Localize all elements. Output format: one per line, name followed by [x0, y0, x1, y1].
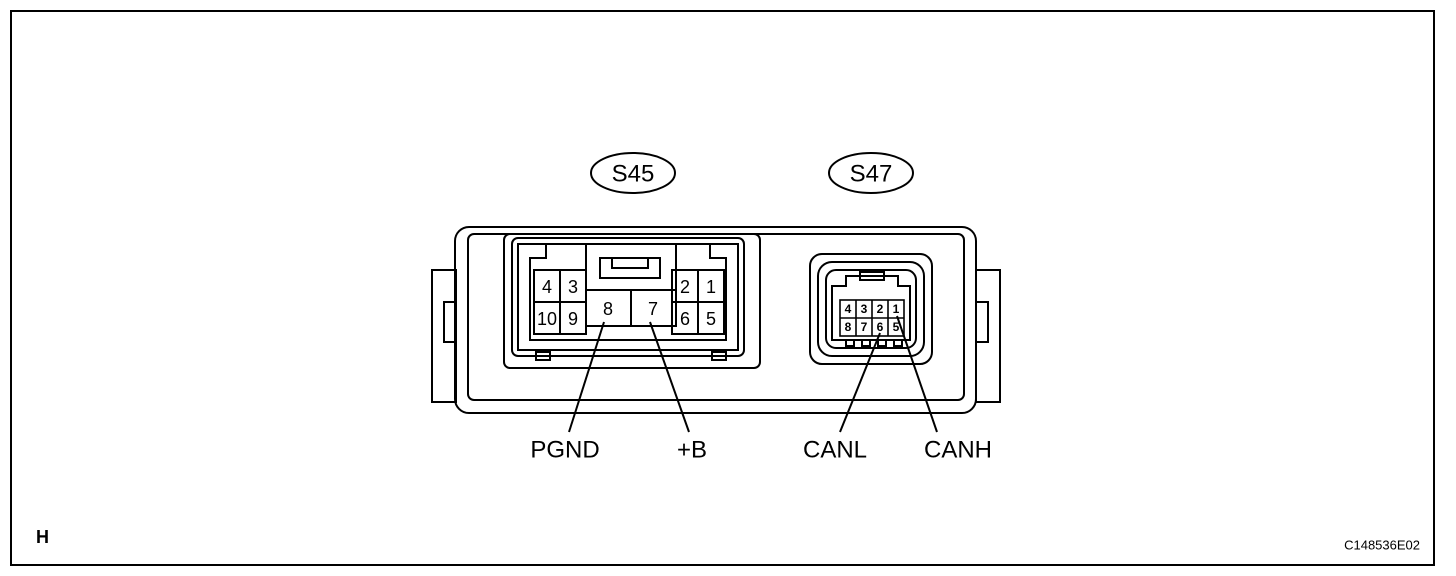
- s45-pin-3: 3: [568, 277, 578, 297]
- s47-label: S47: [850, 161, 893, 188]
- s47-pin-8: 8: [845, 320, 852, 334]
- s45-label-oval: S45: [590, 152, 676, 194]
- s47-pin-4: 4: [845, 302, 852, 316]
- s47-pin-6: 6: [877, 320, 884, 334]
- s47-pin-5: 5: [893, 320, 900, 334]
- terminal-label-plus-b: +B: [677, 437, 707, 464]
- s47-label-oval: S47: [828, 152, 914, 194]
- s45-pin-8: 8: [603, 299, 613, 319]
- s45-pin-6: 6: [680, 309, 690, 329]
- s47-pin-1: 1: [893, 302, 900, 316]
- diagram-frame: [10, 10, 1435, 566]
- figure-code: C148536E02: [1344, 538, 1420, 553]
- s47-pin-2: 2: [877, 302, 884, 316]
- s45-pin-2: 2: [680, 277, 690, 297]
- terminal-label-pgnd: PGND: [530, 437, 599, 464]
- corner-label: H: [36, 527, 49, 547]
- s45-pin-grid: [533, 269, 725, 335]
- ecu-housing: [431, 226, 1001, 414]
- s45-pin-labels: 4 3 10 9 8 7 2 1 6 5: [537, 277, 716, 329]
- s47-connector-body: [809, 253, 933, 365]
- s45-pin-5: 5: [706, 309, 716, 329]
- s47-pin-3: 3: [861, 302, 868, 316]
- s45-pin-4: 4: [542, 277, 552, 297]
- s45-pin-10: 10: [537, 309, 557, 329]
- s47-pin-7: 7: [861, 320, 868, 334]
- s47-pin-grid: [839, 299, 905, 337]
- leader-pgnd: [568, 321, 605, 433]
- s45-pin-1: 1: [706, 277, 716, 297]
- s45-pin-9: 9: [568, 309, 578, 329]
- s47-pin-labels: 4 3 2 1 8 7 6 5: [845, 302, 900, 334]
- terminal-label-canl: CANL: [803, 437, 867, 464]
- s45-label: S45: [612, 161, 655, 188]
- s45-pin-7: 7: [648, 299, 658, 319]
- leader-plus-b: [649, 321, 690, 433]
- leader-canh: [896, 315, 938, 433]
- leader-lines: [568, 315, 938, 433]
- leader-canl: [839, 332, 881, 433]
- terminal-label-canh: CANH: [924, 437, 992, 464]
